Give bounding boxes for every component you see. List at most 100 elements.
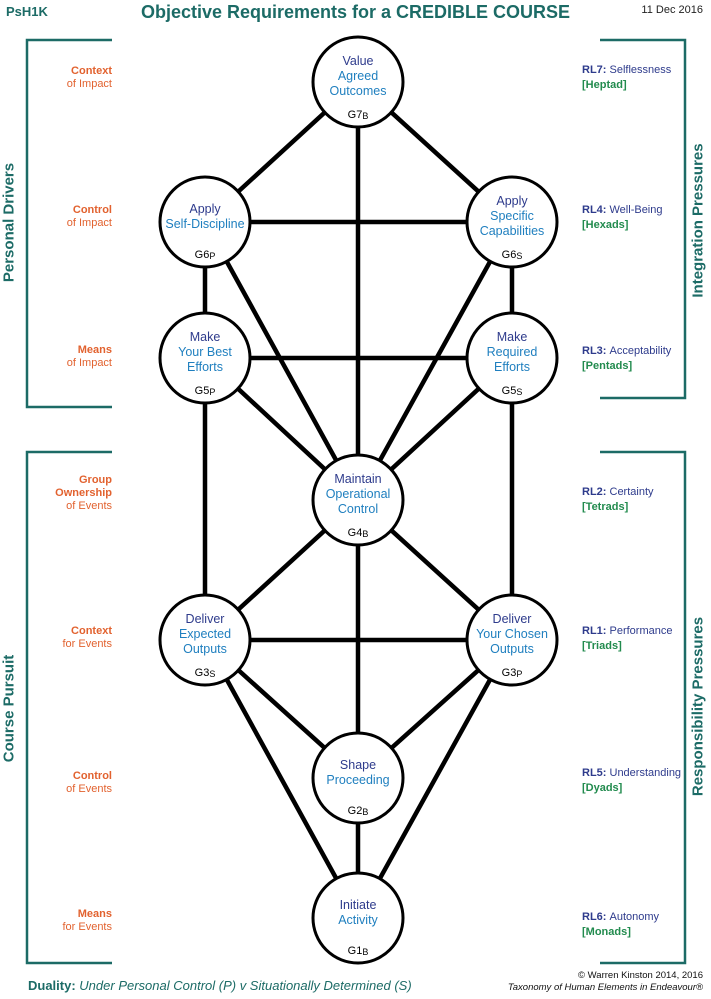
left-label-rest: of Impact	[66, 357, 112, 369]
node-circle	[311, 871, 405, 965]
node-code: G4B	[348, 527, 369, 539]
left-label-rest: for Events	[62, 638, 112, 650]
node-circle	[465, 593, 559, 687]
node-label: Proceeding	[326, 773, 389, 787]
node-label: Your Chosen	[476, 627, 548, 641]
right-label-code: RL3:	[582, 345, 610, 357]
side-label-personal-drivers: Personal Drivers	[0, 162, 18, 283]
side-label-integration-pressures: Integration Pressures	[689, 143, 707, 298]
edge-g6s-g4	[355, 219, 515, 503]
node-code: G3P	[502, 667, 523, 679]
node-label: Value	[342, 54, 373, 68]
left-label-strong: Context	[71, 625, 112, 637]
node-label: Deliver	[493, 612, 532, 626]
right-label-group: [Pentads]	[582, 360, 633, 372]
node-label: Agreed	[338, 69, 378, 83]
node-circle	[311, 731, 405, 825]
right-label-code: RL1:	[582, 625, 610, 637]
node-code: G3S	[195, 667, 216, 679]
right-label-code: RL4:	[582, 204, 610, 216]
node-code: G2B	[348, 805, 369, 817]
node-label: Make	[497, 330, 528, 344]
node-label: Required	[487, 345, 538, 359]
node-label: Control	[338, 502, 378, 516]
right-label-group: [Dyads]	[582, 782, 623, 794]
node-label: Outcomes	[330, 84, 387, 98]
node-label: Expected	[179, 627, 231, 641]
right-label-line: RL5: Understanding	[582, 766, 681, 781]
right-label-name: Performance	[609, 625, 673, 637]
node-code: G5S	[502, 385, 523, 397]
node-label: Maintain	[334, 472, 381, 486]
left-label-rest: of Impact	[66, 217, 112, 229]
edge-g3s-g1	[202, 637, 361, 921]
right-label-code: RL6:	[582, 911, 610, 923]
right-label-group: [Triads]	[582, 640, 622, 652]
right-label-line: RL1: Performance	[582, 624, 672, 639]
node-circle	[158, 175, 252, 269]
right-label-group: [Monads]	[582, 926, 631, 938]
right-label: RL6: Autonomy[Monads]	[582, 910, 659, 940]
node-circle	[158, 593, 252, 687]
left-label-strong: Control	[72, 770, 112, 782]
brackets	[25, 38, 687, 965]
bracket-right-bottom	[600, 450, 687, 965]
right-label-line: RL3: Acceptability	[582, 344, 671, 359]
node-label: Efforts	[494, 360, 530, 374]
document-date: 11 Dec 2016	[641, 4, 703, 16]
node-label: Self-Discipline	[165, 217, 244, 231]
right-label: RL1: Performance[Triads]	[582, 624, 672, 654]
right-label-name: Selflessness	[609, 64, 672, 76]
right-label-line: RL4: Well-Being	[582, 203, 663, 218]
node-label: Activity	[338, 913, 378, 927]
right-label-group: [Tetrads]	[582, 501, 629, 513]
node-label: Deliver	[186, 612, 225, 626]
side-label-responsibility-pressures: Responsibility Pressures	[689, 616, 707, 797]
right-label-code: RL5:	[582, 767, 610, 779]
right-label-group: [Hexads]	[582, 219, 629, 231]
node-label: Apply	[496, 194, 528, 208]
side-label-course-pursuit: Course Pursuit	[0, 654, 18, 763]
node-circle	[465, 175, 559, 269]
node-label: Capabilities	[480, 224, 545, 238]
right-label-line: RL7: Selflessness	[582, 63, 671, 78]
edge-g3p-g1	[355, 637, 515, 921]
node-label: Outputs	[183, 642, 227, 656]
node-code: G6S	[502, 249, 523, 261]
right-label-line: RL6: Autonomy	[582, 910, 659, 925]
right-label-code: RL2:	[582, 486, 610, 498]
edge-g6p-g4	[202, 219, 361, 503]
copyright-text: © Warren Kinston 2014, 2016	[578, 970, 703, 981]
node-code: G6P	[195, 249, 216, 261]
node-code: G1B	[348, 945, 369, 957]
bracket-left-bottom	[25, 450, 112, 965]
right-label: RL3: Acceptability[Pentads]	[582, 344, 671, 374]
right-label: RL2: Certainty[Tetrads]	[582, 485, 654, 515]
left-label-rest: for Events	[62, 921, 112, 933]
node-label: Specific	[490, 209, 534, 223]
left-label-rest: of Events	[66, 500, 112, 512]
node-code: G7B	[348, 109, 369, 121]
right-label: RL4: Well-Being[Hexads]	[582, 203, 663, 233]
duality-text: Under Personal Control (P) v Situational…	[79, 978, 412, 993]
left-label-strong: Context	[71, 65, 112, 77]
duality-footer: Duality: Under Personal Control (P) v Si…	[28, 978, 412, 993]
node-label: Make	[190, 330, 221, 344]
node-label: Efforts	[187, 360, 223, 374]
